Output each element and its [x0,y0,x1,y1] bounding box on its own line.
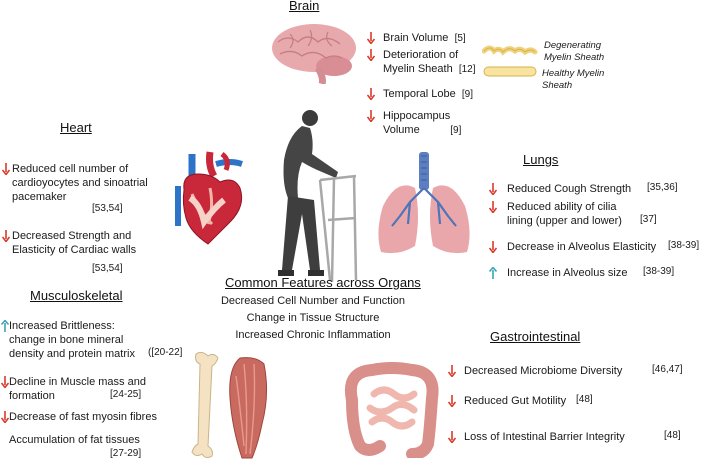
lungs-item3-ref: [38-39] [668,240,700,251]
common-features-title: Common Features across Organs [225,275,421,290]
hippocampus-label: Hippocampus Volume [9] [383,110,462,136]
gi-item2-arrow-icon [448,395,456,407]
heart-item2-ref: [53,54] [92,263,123,274]
msk-item2-ref: [24-25] [110,389,142,400]
myelin-sheath-icon [482,45,538,77]
brain-volume-ref: [5] [454,33,466,44]
msk-item3-arrow-icon [1,411,9,423]
myelin-label: Deterioration of Myelin Sheath [12] [383,49,476,75]
common-feature-3: Increased Chronic Inflammation [235,329,391,341]
gi-item3-arrow-icon [448,431,456,443]
lungs-item2-ref: [37] [640,214,657,225]
elderly-person-walker-icon [278,110,358,282]
msk-item2-label: Decline in Muscle mass and formation [9,376,146,402]
lungs-item1-arrow-icon [489,183,497,195]
gi-item1-label: Decreased Microbiome Diversity [464,365,623,377]
bone-icon [191,351,219,458]
temporal-lobe-arrow-icon [367,88,375,100]
temporal-lobe-label: Temporal Lobe [9] [383,88,474,100]
intestines-icon [345,362,439,458]
brain-title: Brain [289,0,320,13]
heart-item2-arrow-icon [2,230,10,242]
lungs-item4-ref: [38-39] [643,266,675,277]
lungs-title: Lungs [523,152,559,167]
msk-item1-arrow-icon [1,320,9,332]
lungs-item4-label: Increase in Alveolus size [507,267,628,279]
gi-item2-ref: [48] [576,394,593,405]
muscle-icon [229,357,268,459]
msk-item3-label: Decrease of fast myosin fibres [9,411,157,423]
lungs-item2-arrow-icon [489,201,497,213]
common-features-list: Decreased Cell Number and Function Chang… [212,293,414,344]
gi-item2-label: Reduced Gut Motility [464,395,567,407]
heart-item1-label: Reduced cell number of cardioyocytes and… [12,163,148,203]
gastrointestinal-title: Gastrointestinal [490,329,581,344]
heart-icon [175,151,243,245]
msk-item1-ref: ([20-22] [148,347,183,358]
brain-icon [272,24,356,84]
hippocampus-ref: [9] [450,125,462,136]
lungs-item4-arrow-icon [489,267,497,279]
temporal-lobe-ref: [9] [461,89,474,100]
myelin-arrow-icon [367,49,375,61]
lungs-item3-arrow-icon [489,241,497,253]
lungs-item1-ref: [35,36] [647,182,678,193]
heart-item1-arrow-icon [2,163,10,175]
lungs-item1-label: Reduced Cough Strength [507,183,632,195]
lungs-item2-label: Reduced ability of cilia lining (upper a… [507,201,622,227]
msk-item1-label: Increased Brittleness: change in bone mi… [9,320,135,360]
heart-item1-ref: [53,54] [92,203,123,214]
gi-item1-arrow-icon [448,365,456,377]
gi-item3-label: Loss of Intestinal Barrier Integrity [464,431,625,443]
gi-item3-ref: [48] [664,430,681,441]
hippocampus-arrow-icon [367,110,375,122]
heart-item2-label: Decreased Strength and Elasticity of Car… [12,230,137,256]
brain-volume-arrow-icon [367,32,375,44]
musculoskeletal-title: Musculoskeletal [30,288,123,303]
common-feature-2: Change in Tissue Structure [246,312,380,324]
msk-item2-arrow-icon [1,376,9,388]
brain-volume-label: Brain Volume [5] [383,32,466,44]
myelin-ref: [12] [458,64,476,75]
common-feature-1: Decreased Cell Number and Function [220,295,406,307]
lungs-icon [378,152,470,254]
heart-title: Heart [60,120,92,135]
gi-item1-ref: [46,47] [652,364,683,375]
msk-item4-label: Accumulation of fat tissues [9,434,140,446]
msk-item4-ref: [27-29] [110,448,142,459]
lungs-item3-label: Decrease in Alveolus Elasticity [507,241,657,253]
